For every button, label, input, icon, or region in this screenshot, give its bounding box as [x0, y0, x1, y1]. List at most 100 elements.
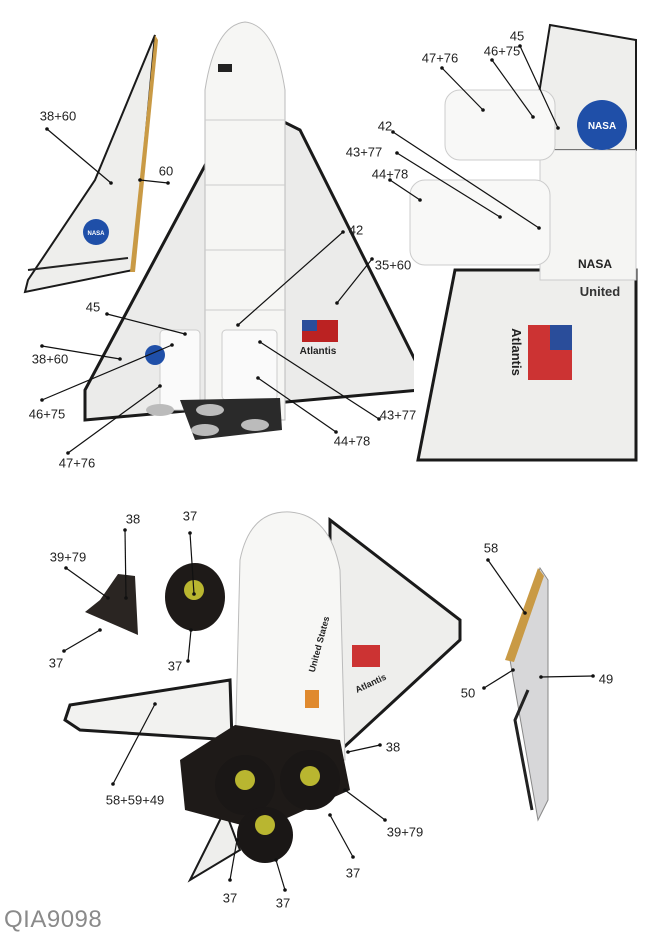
leader-dot	[118, 357, 122, 361]
part-number-label: 43+77	[379, 407, 417, 423]
leader-dot	[192, 592, 196, 596]
leader-line	[389, 179, 421, 201]
leader-dot	[62, 649, 66, 653]
part-number-label: 46+75	[483, 43, 521, 59]
leader-line	[336, 258, 373, 304]
leader-dot	[518, 44, 522, 48]
leader-line	[392, 131, 540, 229]
leader-dot	[498, 215, 502, 219]
leader-dot	[274, 858, 278, 862]
leader-line	[63, 629, 101, 652]
part-number-label: 37	[48, 655, 64, 671]
part-number-label: 47+76	[421, 50, 459, 66]
leader-dot	[109, 181, 113, 185]
leader-dot	[531, 115, 535, 119]
leader-line	[540, 675, 594, 678]
tail-fin-top-left: NASA	[23, 34, 158, 294]
leader-dot	[481, 108, 485, 112]
shuttle-closeup: NASA NASA United Atlantis	[409, 20, 638, 462]
leader-dot	[440, 66, 444, 70]
engine-nozzles	[85, 563, 225, 635]
leader-line	[275, 859, 286, 891]
leader-dot	[490, 58, 494, 62]
leader-lines	[40, 44, 595, 892]
leader-dot	[351, 855, 355, 859]
leader-dot	[539, 675, 543, 679]
leader-dot	[236, 323, 240, 327]
leader-dot	[341, 230, 345, 234]
leader-line	[41, 345, 121, 360]
leader-dot	[105, 312, 109, 316]
leader-dot	[346, 750, 350, 754]
part-number-label: 42	[348, 222, 364, 238]
part-number-label: 58	[483, 540, 499, 556]
leader-dot	[328, 813, 332, 817]
part-number-label: 38	[125, 511, 141, 527]
leader-dot	[183, 332, 187, 336]
leader-line	[67, 385, 161, 454]
leader-dot	[378, 743, 382, 747]
leader-dot	[523, 611, 527, 615]
leader-line	[189, 532, 195, 595]
leader-dot	[98, 628, 102, 632]
leader-dot	[335, 301, 339, 305]
svg-text:NASA: NASA	[588, 121, 616, 132]
leader-line	[396, 152, 501, 218]
leader-dot	[343, 788, 347, 792]
part-number-label: 38	[385, 739, 401, 755]
part-number-label: 47+76	[58, 455, 96, 471]
watermark: QIA9098	[4, 906, 103, 933]
leader-line	[187, 629, 192, 662]
nasa-logo-icon	[577, 100, 627, 150]
leader-dot	[158, 384, 162, 388]
leader-dot	[166, 181, 170, 185]
part-number-label: 44+78	[371, 166, 409, 182]
leader-dot	[40, 398, 44, 402]
leader-dot	[124, 596, 128, 600]
leader-line	[237, 231, 344, 326]
leader-dot	[537, 226, 541, 230]
leader-dot	[391, 130, 395, 134]
leader-dot	[235, 838, 239, 842]
leader-line	[65, 567, 109, 599]
leader-line	[347, 744, 381, 753]
leader-dot	[395, 151, 399, 155]
leader-dot	[45, 127, 49, 131]
part-number-label: 58+59+49	[105, 792, 165, 808]
leader-line	[124, 529, 127, 599]
part-number-label: 38+60	[39, 108, 77, 124]
leader-line	[329, 814, 354, 858]
leader-dot	[170, 343, 174, 347]
part-number-label: 37	[345, 865, 361, 881]
leader-dot	[153, 702, 157, 706]
part-number-label: 45	[85, 299, 101, 315]
svg-text:Atlantis: Atlantis	[509, 328, 524, 376]
svg-text:Atlantis: Atlantis	[300, 346, 337, 357]
part-number-label: 43+77	[345, 144, 383, 160]
leader-line	[41, 344, 173, 401]
svg-text:United: United	[580, 284, 621, 299]
tail-fin-bottom-right	[505, 566, 549, 822]
part-number-label: 46+75	[28, 406, 66, 422]
leader-dot	[388, 178, 392, 182]
leader-dot	[188, 531, 192, 535]
leader-line	[229, 839, 238, 881]
leader-dot	[138, 178, 142, 182]
leader-dot	[64, 566, 68, 570]
part-number-label: 45	[509, 28, 525, 44]
leader-line	[483, 669, 514, 689]
leader-dot	[228, 878, 232, 882]
leader-dot	[256, 376, 260, 380]
nasa-logo-icon	[83, 219, 109, 245]
leader-line	[112, 703, 156, 785]
shuttle-top-view: Atlantis	[83, 21, 422, 440]
leader-dot	[591, 674, 595, 678]
leader-dot	[383, 818, 387, 822]
part-number-label: 50	[460, 685, 476, 701]
leader-line	[441, 67, 484, 111]
part-number-label: 37	[222, 890, 238, 906]
part-number-label: 37	[167, 658, 183, 674]
part-number-label: 38+60	[31, 351, 69, 367]
